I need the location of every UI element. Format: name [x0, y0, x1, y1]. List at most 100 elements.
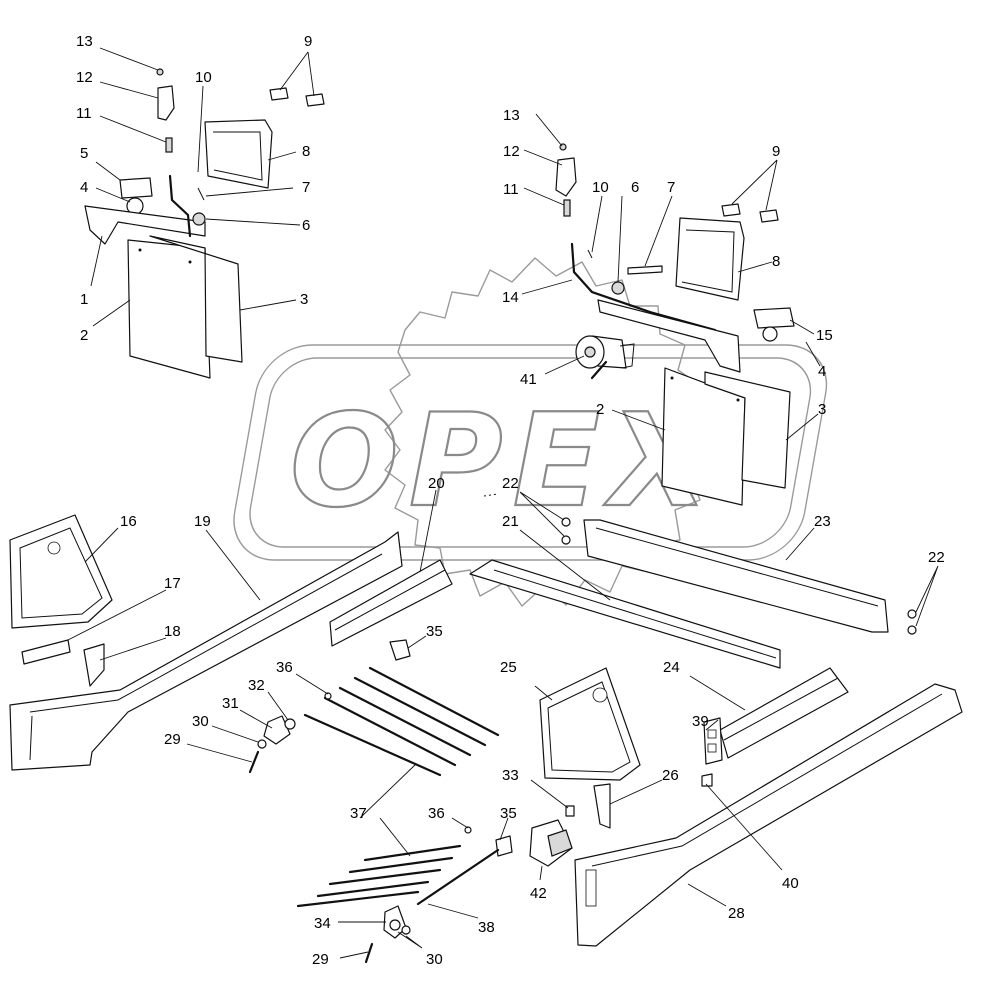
part-9-clip-b-right: [759, 209, 779, 223]
part-30-washer-lower-b: [401, 925, 411, 935]
callout-13: 13: [76, 33, 93, 50]
callout-37: 37: [350, 805, 367, 822]
callout-7-right: 7: [667, 179, 675, 196]
lower-bottom-linkage: [296, 819, 573, 964]
part-5-block-left: [119, 177, 153, 199]
part-37-rod-1: [368, 666, 500, 737]
middle-parts: [9, 493, 917, 771]
callout-29: 29: [164, 731, 181, 748]
part-9-clip-a-right: [721, 203, 741, 217]
callout-6-right: 6: [631, 179, 639, 196]
callout-4-right: 4: [818, 363, 826, 380]
callout-19: 19: [194, 513, 211, 530]
callout-33: 33: [502, 767, 519, 784]
left-upper-assembly: [84, 68, 325, 379]
part-24-angle-rail: [719, 667, 849, 759]
part-7-pin-right: [627, 265, 663, 275]
part-12-latch-left: [157, 85, 175, 121]
callout-14: 14: [502, 289, 519, 306]
part-2-panel-left: [127, 239, 211, 379]
watermark-text: OPEX: [290, 387, 719, 536]
part-22-washer-d: [907, 625, 917, 635]
part-42-lamp: [529, 819, 573, 867]
callout-11-right: 11: [503, 181, 519, 198]
part-35-plate-upper: [389, 639, 411, 661]
watermark-frame-outer: [233, 344, 828, 561]
callout-41: 41: [520, 371, 537, 388]
callout-3: 3: [300, 291, 308, 308]
callout-34: 34: [314, 915, 331, 932]
part-6-knob-right: [611, 281, 625, 295]
part-11-spring-left: [165, 137, 173, 153]
callout-28: 28: [728, 905, 745, 922]
part-28-main-beam: [574, 683, 963, 947]
right-upper-assembly: [555, 143, 795, 506]
callout-35-lower: 35: [500, 805, 517, 822]
callout-36: 36: [276, 659, 293, 676]
callout-17: 17: [164, 575, 181, 592]
watermark-logo: OPEX: [233, 257, 828, 607]
callout-5: 5: [80, 145, 88, 162]
part-23-channel: [583, 519, 889, 633]
part-39-bracket: [703, 717, 723, 765]
callout-12: 12: [76, 69, 93, 86]
callout-36-lower: 36: [428, 805, 445, 822]
callout-38: 38: [478, 919, 495, 936]
part-12-latch-right: [555, 157, 577, 197]
part-31-hook-upper: [263, 715, 291, 745]
callout-32: 32: [248, 677, 265, 694]
callout-24: 24: [663, 659, 680, 676]
part-16-side-plate: [9, 514, 113, 629]
callout-22: 22: [502, 475, 519, 492]
part-37-rod-3: [338, 686, 472, 757]
callout-3-right: 3: [818, 401, 826, 418]
watermark-frame-inner: [249, 357, 812, 548]
part-25-side-plate: [539, 667, 641, 781]
callout-21: 21: [502, 513, 519, 530]
callout-29-lower: 29: [312, 951, 329, 968]
part-29-pin-upper: [248, 750, 260, 774]
part-15-block-right: [753, 307, 795, 329]
part-37-rod-2: [353, 676, 487, 747]
part-11-spring-right: [563, 199, 571, 217]
part-14-lever-right: [570, 242, 717, 332]
callout-9: 9: [304, 33, 312, 50]
part-3-sheet-right: [704, 371, 791, 489]
part-1-bracket-left: [84, 205, 206, 245]
part-20-rail: [329, 559, 453, 647]
part-22-dash-mark: [483, 493, 499, 497]
callout-7: 7: [302, 179, 310, 196]
part-37-rod-4: [323, 696, 457, 767]
part-33-screw: [565, 805, 575, 817]
callout-20: 20: [428, 475, 445, 492]
leader-lines: [67, 47, 939, 959]
callout-2: 2: [80, 327, 88, 344]
part-37-rod-10: [296, 890, 420, 908]
part-3-sheet-left: [149, 235, 243, 363]
part-37-rod-9: [316, 880, 430, 898]
part-37-rod-6: [363, 844, 462, 862]
callout-12-right: 12: [503, 143, 520, 160]
part-13-nut-left: [156, 68, 164, 76]
callout-15: 15: [816, 327, 833, 344]
callout-30: 30: [192, 713, 209, 730]
part-29-pin-lower: [364, 942, 374, 964]
part-38-link-rod: [416, 848, 500, 906]
callout-26: 26: [662, 767, 679, 784]
part-10-lever-left: [168, 174, 192, 238]
callout-10-right: 10: [592, 179, 609, 196]
part-7-pin-left: [197, 187, 205, 201]
callout-labels: 13 12 11 10 9 8 7 6 5 4 1 2 3 13 12 11 1…: [76, 33, 945, 968]
part-9-clip-b-left: [305, 93, 325, 107]
callout-9-right: 9: [772, 143, 780, 160]
part-14-bracket-right: [597, 299, 741, 373]
part-8-plate-left: [204, 119, 273, 189]
part-26-bracket: [593, 783, 611, 829]
part-30-washer-upper: [257, 739, 267, 749]
watermark-gear-outline: [384, 257, 713, 607]
callout-31: 31: [222, 695, 239, 712]
part-22-washer-c: [907, 609, 917, 619]
part-36-bushing-lower: [464, 826, 472, 834]
part-37-rod-8: [328, 868, 442, 886]
callout-30-lower: 30: [426, 951, 443, 968]
